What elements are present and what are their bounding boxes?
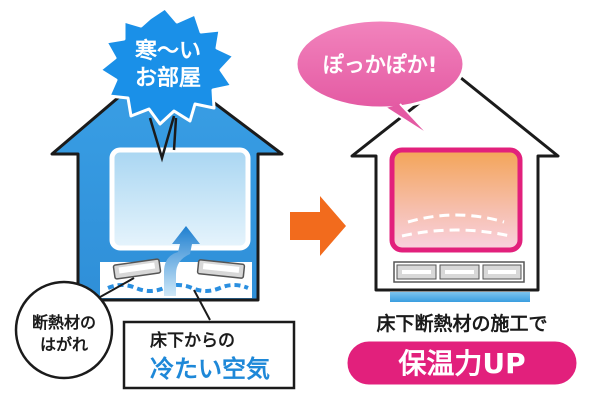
cold-air-line1: 床下からの xyxy=(150,330,235,351)
warm-speech-bubble: ぽっかぽか! xyxy=(294,18,466,137)
cold-house xyxy=(50,60,284,302)
warm-bubble-text: ぽっかぽか! xyxy=(323,53,438,77)
cold-air-line2: 冷たい空気 xyxy=(150,355,270,383)
transition-arrow-icon xyxy=(290,196,346,256)
cold-air-callout: 床下からの 冷たい空気 xyxy=(122,289,296,390)
result-badge: 保温力UP xyxy=(344,338,580,388)
cold-room-window xyxy=(109,147,251,251)
peeled-insulation xyxy=(112,258,246,280)
insulation-peeling-line2: はがれ xyxy=(40,335,88,354)
result-badge-text: 保温力UP xyxy=(398,347,525,380)
warm-floor-band xyxy=(390,292,530,302)
installed-insulation xyxy=(393,261,525,283)
warm-house xyxy=(350,72,560,302)
cold-bubble-line1: 寒〜い xyxy=(135,38,201,64)
insulation-peeling-callout: 断熱材の はがれ xyxy=(14,277,135,380)
warm-room-window xyxy=(389,147,523,253)
cold-air-wave xyxy=(107,283,249,293)
caption-text: 床下断熱材の施工で xyxy=(376,312,547,335)
cold-air-arrow-icon xyxy=(164,226,200,296)
cold-bubble-line2: お部屋 xyxy=(135,65,201,91)
insulation-peeling-line1: 断熱材の xyxy=(32,313,96,332)
cold-speech-bubble: 寒〜い お部屋 xyxy=(98,6,236,163)
